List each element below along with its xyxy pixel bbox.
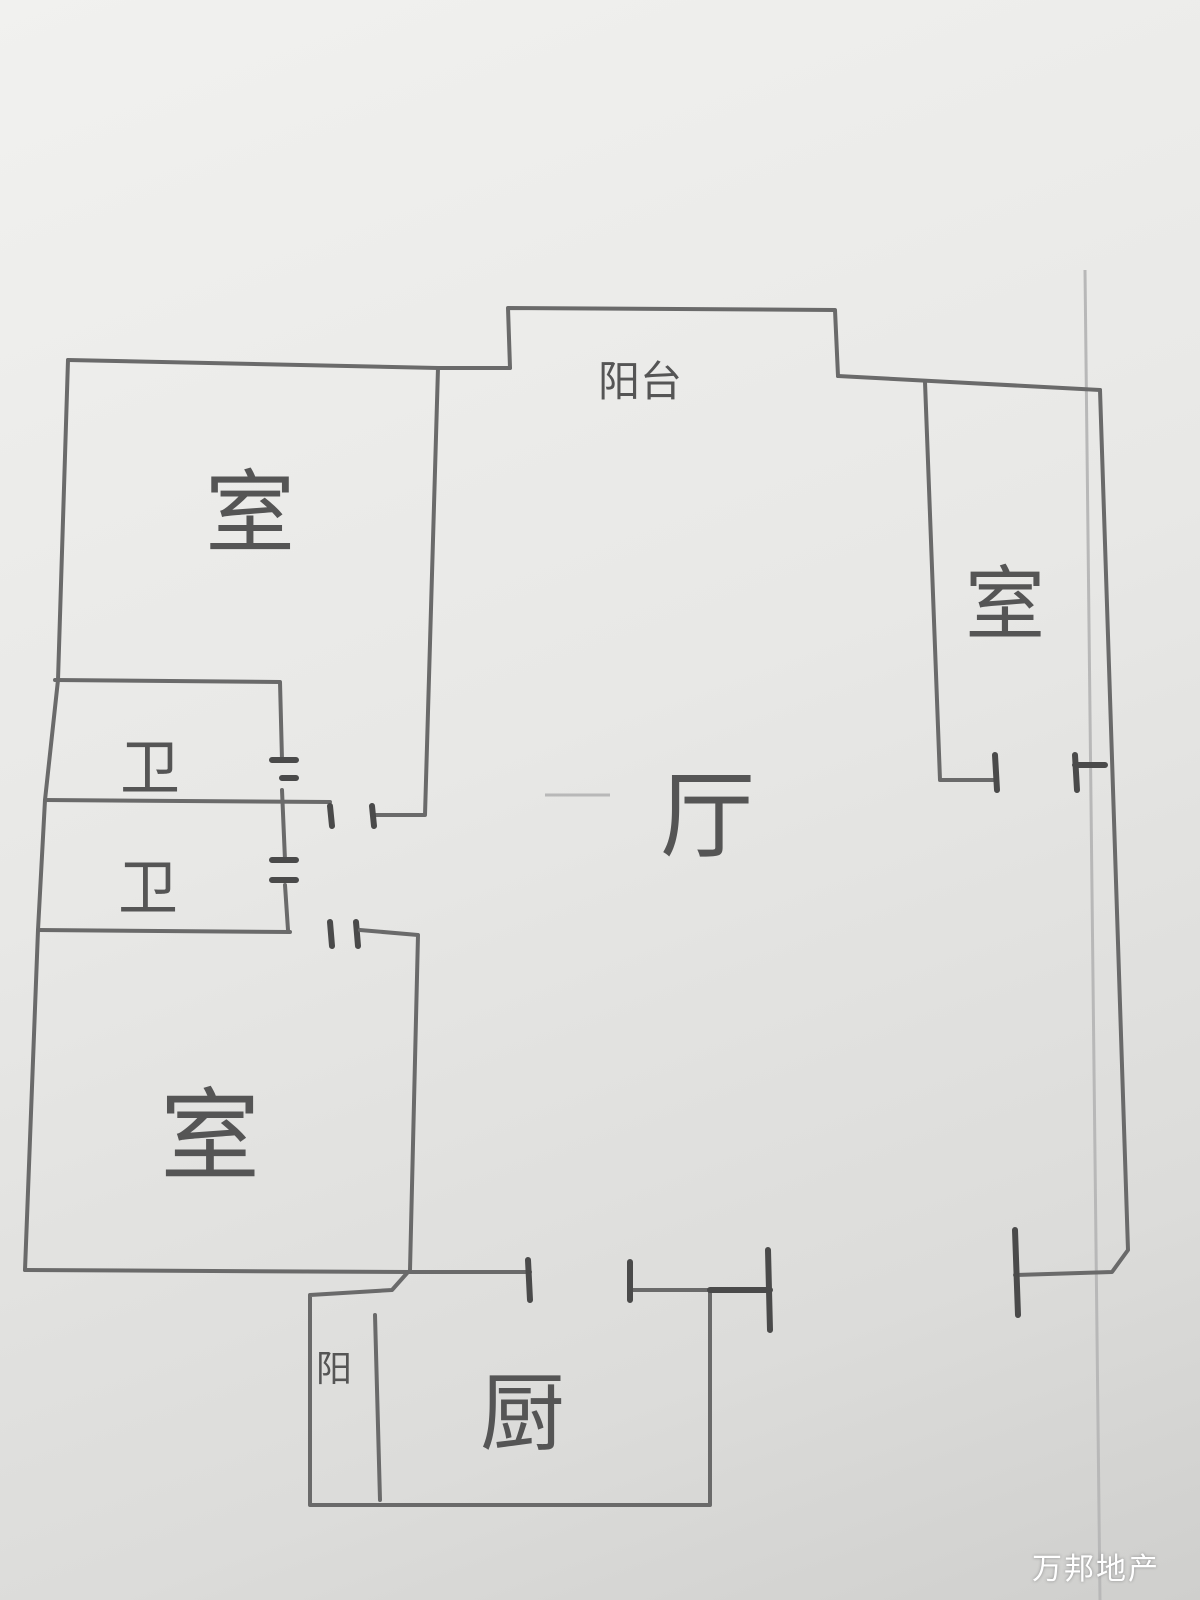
- wall-top-left: [66, 358, 512, 370]
- wall-bedroom3-right: [358, 928, 420, 1272]
- door-marks-kitchen: [627, 1247, 773, 1333]
- room-label-balcony-top: 阳台: [598, 357, 683, 406]
- door-mark-kitchen: [525, 1257, 533, 1303]
- watermark: 万邦地产: [1032, 1552, 1160, 1587]
- wall-left: [23, 358, 70, 1272]
- paper-margin-line: [1083, 269, 1102, 1600]
- wall-bedroom2: [923, 380, 997, 782]
- door-marks-bedroom2: [992, 752, 1108, 793]
- wall-kitchen-balcony: [373, 1313, 382, 1502]
- wall-bath-divider: [43, 798, 332, 804]
- wall-bedroom1-right: [373, 366, 440, 817]
- room-label-bedroom-right: 室: [965, 558, 1045, 651]
- wall-bath1-top: [53, 678, 284, 762]
- room-label-living-room: 厅: [660, 762, 756, 872]
- wall-bath-right: [280, 788, 290, 932]
- wall-bath2-bottom: [36, 928, 292, 934]
- wall-top-right: [836, 374, 1102, 392]
- wall-right: [1013, 388, 1130, 1277]
- room-label-bedroom-top-left: 室: [205, 461, 295, 566]
- balcony-wall: [506, 306, 840, 378]
- door-marks-bath: [269, 757, 377, 949]
- door-mark-entry: [1012, 1227, 1021, 1318]
- room-label-kitchen-balcony: 阳: [316, 1349, 353, 1390]
- room-label-bathroom-2: 卫: [118, 854, 178, 924]
- room-label-kitchen: 厨: [480, 1365, 566, 1464]
- room-label-bedroom-bottom-left: 室: [160, 1078, 260, 1195]
- wall-bedroom3-bottom: [23, 1268, 532, 1274]
- room-label-bathroom-1: 卫: [120, 734, 180, 804]
